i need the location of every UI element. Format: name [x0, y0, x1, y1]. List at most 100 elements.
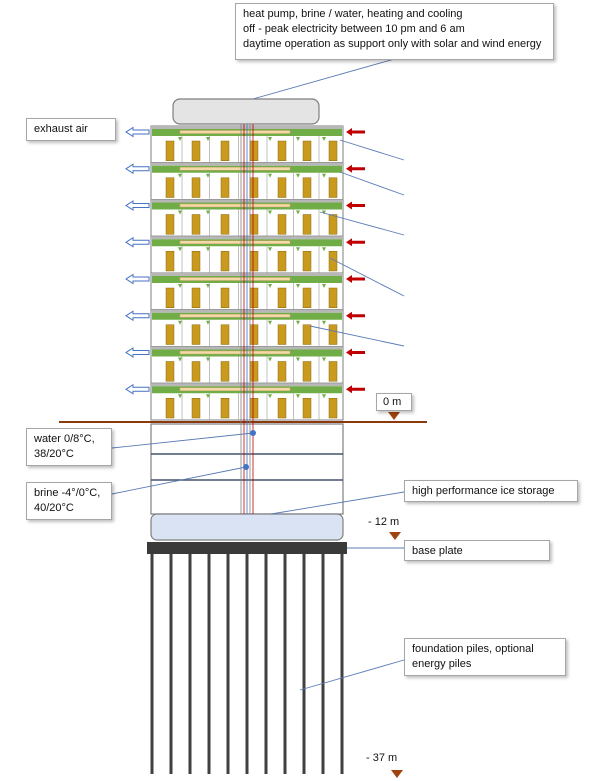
air-outlet — [322, 284, 326, 288]
core-activation — [179, 314, 291, 318]
window — [277, 251, 287, 272]
window — [302, 287, 312, 308]
ice-storage-callout: high performance ice storage — [404, 480, 578, 502]
window — [165, 324, 175, 345]
leader-brine — [111, 466, 247, 495]
window — [165, 398, 175, 419]
window — [302, 214, 312, 235]
window — [191, 214, 201, 235]
leader-piles — [299, 659, 405, 691]
leader-water — [111, 432, 254, 449]
air-arrows — [125, 126, 365, 395]
window — [277, 214, 287, 235]
window — [165, 361, 175, 382]
window — [302, 361, 312, 382]
foundation-pile — [188, 554, 192, 774]
piles-callout: foundation piles, optional energy piles — [404, 638, 566, 676]
supply-arrow — [346, 275, 365, 283]
window — [277, 177, 287, 198]
air-outlet — [296, 357, 300, 362]
brine-text-1: brine -4°/0°C, — [34, 487, 101, 499]
air-outlet — [296, 394, 300, 399]
window — [249, 251, 259, 272]
supply-arrow — [346, 311, 365, 320]
air-outlet — [206, 284, 210, 288]
air-outlet — [296, 173, 300, 178]
heat-pump-text-1: heat pump, brine / water, heating and co… — [243, 8, 463, 20]
air-outlet — [206, 394, 210, 399]
window — [191, 398, 201, 419]
window — [249, 214, 259, 235]
window — [277, 398, 287, 419]
window — [191, 287, 201, 308]
exhaust-arrow — [125, 200, 150, 211]
water-callout: water 0/8°C, 38/20°C — [26, 428, 112, 466]
core-activation — [179, 350, 291, 355]
air-outlet — [268, 320, 272, 325]
supply-arrow — [346, 201, 365, 210]
air-outlet — [206, 247, 210, 252]
brine-text-2: 40/20°C — [34, 502, 74, 514]
air-outlet — [296, 137, 300, 141]
level-marker-pile-bottom — [391, 770, 403, 778]
air-outlet — [206, 137, 210, 141]
air-outlet — [322, 210, 326, 215]
level-label-pile-bottom: - 37 m — [366, 752, 398, 764]
foundation-pile — [169, 554, 173, 774]
air-outlet — [322, 320, 326, 325]
air-outlet — [268, 357, 272, 362]
air-outlet — [178, 284, 182, 288]
exhaust-arrow — [125, 273, 150, 285]
piles-text-1: foundation piles, optional — [412, 643, 534, 655]
air-outlet — [268, 137, 272, 141]
window — [249, 177, 259, 198]
window — [302, 324, 312, 345]
window — [249, 287, 259, 308]
level-marker-ground — [388, 412, 400, 420]
window — [165, 177, 175, 198]
window — [220, 214, 230, 235]
air-outlet — [178, 357, 182, 362]
supply-arrow — [346, 348, 365, 357]
window — [220, 361, 230, 382]
air-outlet — [268, 247, 272, 252]
air-outlet — [268, 173, 272, 178]
air-outlet — [296, 247, 300, 252]
air-outlet — [178, 394, 182, 399]
exhaust-arrow — [125, 383, 150, 395]
core-activation — [179, 277, 291, 281]
window — [220, 324, 230, 345]
heat-pump-text-3: daytime operation as support only with s… — [243, 38, 542, 50]
window — [220, 177, 230, 198]
level-label-ground: 0 m — [376, 393, 412, 411]
air-outlet — [206, 320, 210, 325]
heat-pump-unit — [172, 98, 320, 125]
window — [191, 140, 201, 161]
air-outlet — [268, 394, 272, 399]
foundation-pile — [302, 554, 306, 774]
leader-floor-1 — [339, 139, 405, 161]
water-text-1: water 0/8°C, — [34, 433, 95, 445]
window — [277, 287, 287, 308]
window — [249, 140, 259, 161]
air-outlet — [322, 394, 326, 399]
supply-arrow — [346, 128, 365, 136]
air-outlet — [178, 320, 182, 325]
water-text-2: 38/20°C — [34, 448, 74, 460]
foundation-pile — [150, 554, 154, 774]
air-outlet — [296, 210, 300, 215]
window — [328, 398, 338, 419]
base-plate-text: base plate — [412, 545, 463, 557]
air-outlet — [296, 284, 300, 288]
air-outlet — [206, 210, 210, 215]
air-outlet — [178, 173, 182, 178]
window — [220, 287, 230, 308]
window — [191, 177, 201, 198]
window — [220, 140, 230, 161]
leader-ice — [270, 491, 405, 515]
foundation-pile — [264, 554, 268, 774]
window — [328, 324, 338, 345]
window — [220, 398, 230, 419]
air-outlet — [178, 137, 182, 141]
